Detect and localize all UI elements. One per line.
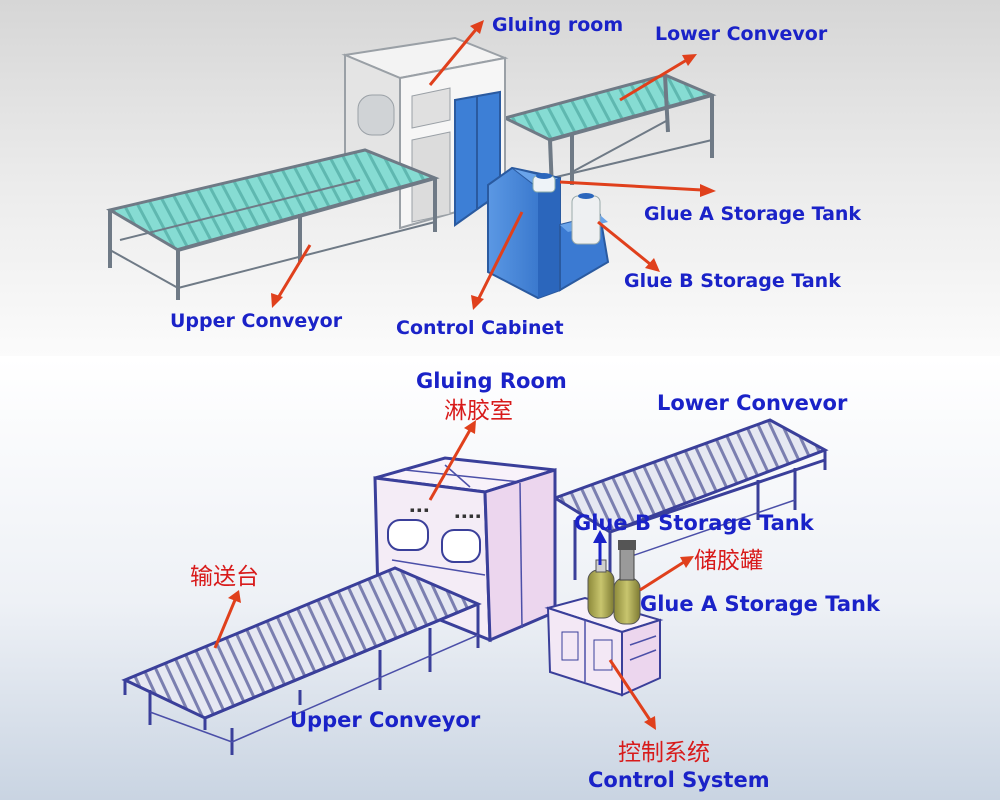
label-bottom-gluing-room: Gluing Room: [416, 369, 567, 393]
label-bottom-control-system: Control System: [588, 768, 770, 792]
label-bottom-control-system-cn: 控制系统: [618, 740, 710, 766]
label-bottom-glue-a: Glue A Storage Tank: [640, 592, 881, 616]
top-arrows: [271, 20, 716, 310]
svg-text:▪ ▪ ▪ ▪: ▪ ▪ ▪ ▪: [455, 512, 481, 520]
top-lower-conveyor: [500, 73, 717, 191]
label-top-control-cabinet: Control Cabinet: [396, 317, 564, 339]
svg-text:▪ ▪ ▪: ▪ ▪ ▪: [410, 506, 429, 514]
bottom-arrows: [213, 420, 694, 730]
label-top-upper-conveyor: Upper Conveyor: [170, 310, 343, 332]
label-bottom-conveyor-cn: 输送台: [190, 564, 259, 590]
label-top-glue-a: Glue A Storage Tank: [644, 203, 861, 225]
label-bottom-lower-conveyor: Lower Convevor: [657, 391, 848, 415]
label-top-glue-b: Glue B Storage Tank: [624, 270, 841, 292]
label-bottom-upper-conveyor: Upper Conveyor: [290, 708, 481, 732]
top-panel: Gluing room Lower Convevor Glue A Storag…: [0, 0, 1000, 356]
label-bottom-gluing-room-cn: 淋胶室: [444, 398, 513, 424]
top-control-cabinet: [487, 166, 610, 300]
label-bottom-glue-b: Glue B Storage Tank: [574, 511, 815, 535]
label-top-gluing-room: Gluing room: [492, 14, 623, 36]
bottom-panel: ▪ ▪ ▪ ▪ ▪ ▪ ▪: [0, 358, 1000, 800]
bottom-control-system: [544, 540, 664, 697]
label-bottom-storage-tank-cn: 储胶罐: [694, 548, 763, 574]
top-upper-conveyor: [106, 148, 440, 300]
label-top-lower-conveyor: Lower Convevor: [655, 23, 828, 45]
bottom-upper-conveyor: [121, 566, 482, 755]
bottom-lower-conveyor: [551, 418, 829, 580]
